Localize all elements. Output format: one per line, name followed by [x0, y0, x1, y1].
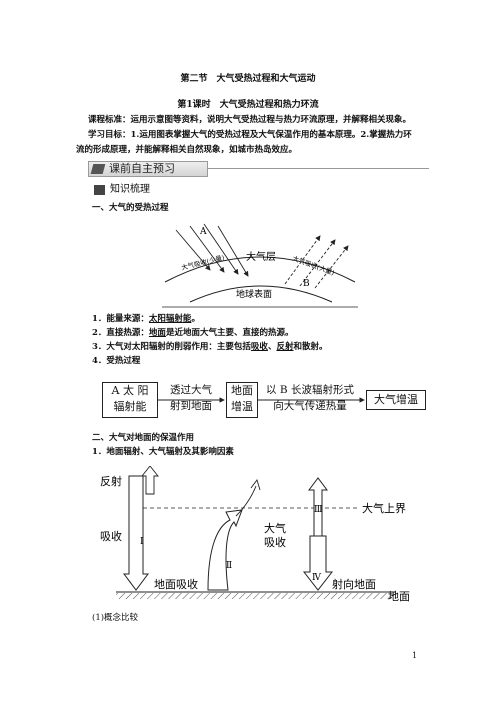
subheader-icon [94, 185, 105, 195]
item3-value2: 反射 [276, 342, 294, 352]
page-number: 1 [412, 651, 418, 660]
part1-heading: 一、大气的受热过程 [92, 203, 169, 213]
flow-box1-line1: A 太 阳 [111, 384, 149, 397]
preview-banner: 课前自主预习 [88, 161, 208, 177]
item1-prefix: 1．能量来源： [92, 314, 149, 324]
part2-item1: 1．地面辐射、大气辐射及其影响因素 [92, 447, 234, 457]
radiate-ground-label: 射向地面 [332, 577, 376, 591]
objectives-label: 学习目标： [88, 130, 131, 140]
course-standard: 课程标准：运用示意图等资料，说明大气受热过程与热力环流原理，并解释相关现象。 [88, 114, 428, 126]
label-a: A [199, 227, 207, 237]
subheader-label: 知识梳理 [110, 184, 150, 195]
reflect-label: 反射 [100, 474, 122, 488]
part1-item1: 1．能量来源：太阳辐射能。 [92, 313, 200, 325]
atmo-absorb-label-2: 吸收 [264, 535, 286, 549]
item2-value: 地面 [148, 328, 166, 338]
banner-label: 课前自主预习 [109, 162, 175, 175]
flow-box2-line1: 地面 [231, 384, 253, 397]
item2-suffix: 是近地面大气主要、直接的热源。 [165, 328, 294, 338]
banner-icon [90, 164, 106, 174]
absorb-little-label: 大气吸收(少量) [180, 252, 225, 272]
item3-suffix: 和散射。 [293, 342, 328, 352]
numeral-3: Ⅲ [314, 505, 323, 515]
ground-absorb-label: 地面吸收 [154, 577, 198, 591]
flow-step2-line1: 以 B 长波辐射形式 [266, 384, 354, 396]
lesson-title: 第1课时 大气受热过程和热力环流 [177, 100, 319, 110]
item3-value1: 吸收 [250, 342, 268, 352]
standard-label: 课程标准： [88, 115, 131, 125]
upper-boundary-label: 大气上界 [362, 501, 406, 515]
objectives-line1: 学习目标：1.运用图表掌握大气的受热过程及大气保温作用的基本原理。2.掌握热力环 [88, 129, 428, 141]
part1-item4: 4．受热过程 [92, 356, 141, 366]
flow-step1-line2: 射到地面 [170, 400, 212, 412]
part2-sub1: (1)概念比较 [92, 613, 139, 623]
item2-prefix: 2．直接热源： [92, 328, 149, 338]
surface-label: 地球表面 [236, 288, 272, 300]
atmosphere-label: 大气层 [246, 250, 276, 263]
banner-divider [207, 168, 429, 169]
objectives-line2: 流的形成原理，并能解释相关自然现象，如城市热岛效应。 [76, 145, 298, 155]
item1-suffix: 。 [191, 314, 200, 324]
part2-heading: 二、大气对地面的保温作用 [92, 433, 195, 443]
item3-sep: 、 [267, 342, 277, 352]
section-title: 第二节 大气受热过程和大气运动 [180, 74, 316, 84]
flow-step2-line2: 向大气传递热量 [273, 400, 347, 412]
atmo-absorb-label-1: 大气 [264, 521, 286, 535]
objectives-text-1: 1.运用图表掌握大气的受热过程及大气保温作用的基本原理。2.掌握热力环 [130, 130, 412, 140]
numeral-1: Ⅰ [140, 537, 144, 547]
absorb-label: 吸收 [100, 529, 122, 543]
flow-step1-line1: 透过大气 [170, 384, 212, 396]
heating-diagram: A B 大气层 大气吸收(少量) 大气吸收(大量) 地球表面 [162, 223, 358, 308]
absorb-much-label: 大气吸收(大量) [291, 253, 336, 277]
flow-box-solar: A 太 阳 辐射能 [102, 382, 158, 418]
flow-step2: 以 B 长波辐射形式 向大气传递热量 [260, 382, 360, 414]
part1-item3: 3．大气对太阳辐射的削弱作用：主要包括吸收、反射和散射。 [92, 341, 327, 353]
item3-prefix: 3．大气对太阳辐射的削弱作用：主要包括 [92, 342, 251, 352]
item1-value: 太阳辐射能 [148, 314, 192, 324]
flow-step1: 透过大气 射到地面 [160, 382, 222, 414]
flow-box2-line2: 增温 [231, 400, 253, 413]
flow-box-ground: 地面 增温 [226, 382, 258, 418]
numeral-2: Ⅱ [226, 561, 232, 571]
numeral-4: Ⅳ [312, 573, 322, 583]
flow-box1-line2: 辐射能 [113, 400, 147, 413]
insulation-diagram: 反射 吸收 大气 吸收 大气上界 地面吸收 射向地面 地面 Ⅰ Ⅱ Ⅲ Ⅳ [100, 466, 410, 603]
flow-box-atmosphere: 大气增温 [366, 390, 426, 410]
label-b: B [303, 279, 310, 289]
standard-text: 运用示意图等资料，说明大气受热过程与热力环流原理，并解释相关现象。 [130, 115, 412, 125]
ground-label: 地面 [388, 590, 410, 603]
flow-arrows [158, 397, 365, 403]
part1-item2: 2．直接热源：地面是近地面大气主要、直接的热源。 [92, 327, 293, 339]
